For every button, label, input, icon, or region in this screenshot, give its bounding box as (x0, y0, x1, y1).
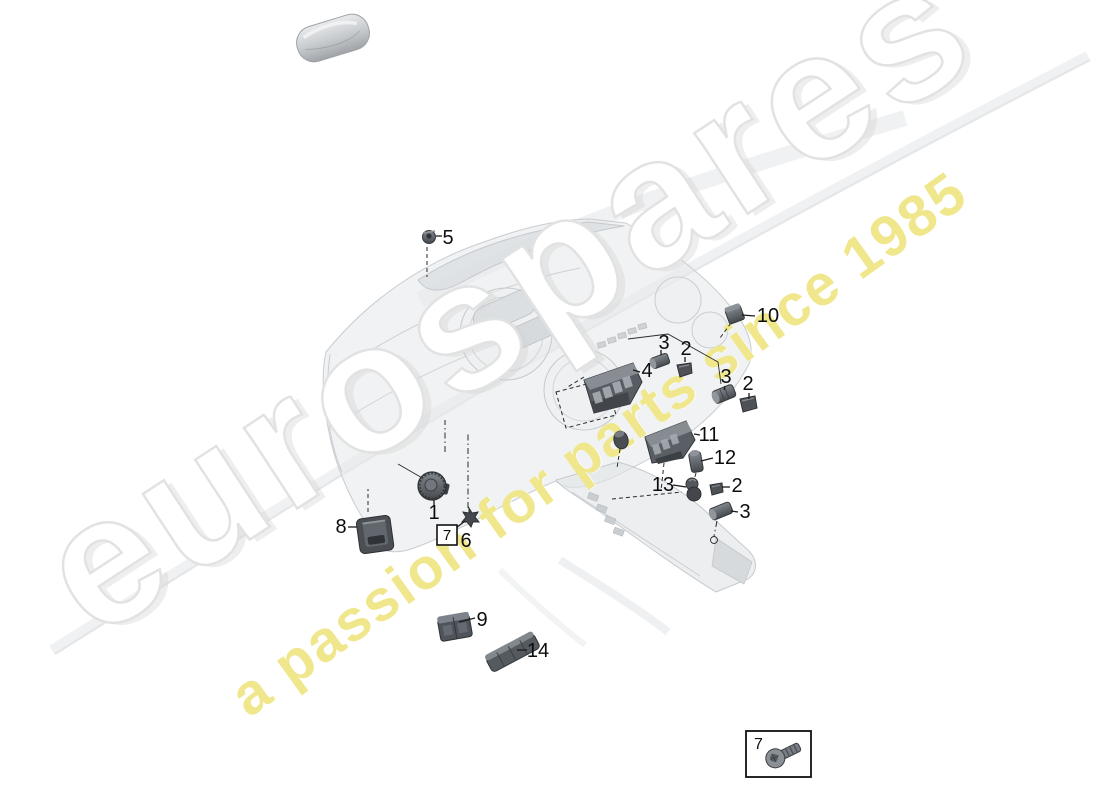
part-2-bulb-c[interactable] (709, 482, 724, 496)
callout-2c[interactable]: 2 (731, 475, 742, 497)
part-11-switch-bank[interactable] (644, 420, 696, 464)
part-9-switch[interactable] (437, 611, 473, 642)
part-10-switch[interactable] (724, 303, 745, 325)
part-12-switch[interactable] (688, 449, 704, 473)
part-3-bulb-socket-c[interactable] (707, 501, 734, 521)
part-2-bulb-a[interactable] (676, 362, 693, 378)
callout-1[interactable]: 1 (428, 502, 439, 524)
screw-icon (765, 742, 802, 769)
callout-12[interactable]: 12 (714, 447, 736, 469)
callout-5[interactable]: 5 (442, 227, 453, 249)
screw-inset-box[interactable]: 7 (745, 730, 812, 778)
callout-13[interactable]: 13 (652, 474, 674, 496)
part-1-rotary-knob[interactable] (417, 471, 450, 501)
part-3-bulb-socket-b[interactable] (710, 384, 737, 405)
part-3-bulb-socket-a[interactable] (648, 352, 671, 370)
screw-ref-box[interactable]: 7 (436, 524, 458, 546)
callout-2b[interactable]: 2 (742, 373, 753, 395)
callout-6[interactable]: 6 (460, 530, 471, 552)
console-knob[interactable] (612, 429, 630, 450)
callout-4[interactable]: 4 (641, 360, 652, 382)
screw-inset-number: 7 (754, 736, 763, 753)
callout-8[interactable]: 8 (335, 516, 346, 538)
part-5-sensor[interactable] (422, 230, 436, 244)
screw-ref-number: 7 (443, 527, 451, 544)
part-icons (355, 230, 758, 673)
leader-lines (348, 235, 756, 651)
part-13-switch[interactable] (685, 477, 702, 502)
part-4-switch-bank[interactable] (583, 362, 643, 414)
callout-2a[interactable]: 2 (680, 338, 691, 360)
callout-3b[interactable]: 3 (720, 366, 731, 388)
callout-9[interactable]: 9 (476, 609, 487, 631)
callout-3c[interactable]: 3 (739, 501, 750, 523)
callout-14[interactable]: 14 (527, 640, 549, 662)
callout-11[interactable]: 11 (699, 424, 720, 446)
callout-10[interactable]: 10 (757, 305, 779, 327)
part-14-trim-switch-strip[interactable] (484, 631, 541, 673)
callout-labels: 5 10 3 2 4 3 2 11 12 13 2 3 1 8 6 9 14 (335, 227, 779, 662)
callout-3a[interactable]: 3 (658, 332, 669, 354)
locating-lines (367, 247, 732, 544)
key-fob[interactable] (292, 10, 373, 66)
part-6-screw[interactable] (460, 506, 481, 528)
part-2-bulb-b[interactable] (739, 395, 758, 413)
dashboard-drawing (322, 218, 756, 648)
part-8-switch[interactable] (355, 514, 395, 555)
